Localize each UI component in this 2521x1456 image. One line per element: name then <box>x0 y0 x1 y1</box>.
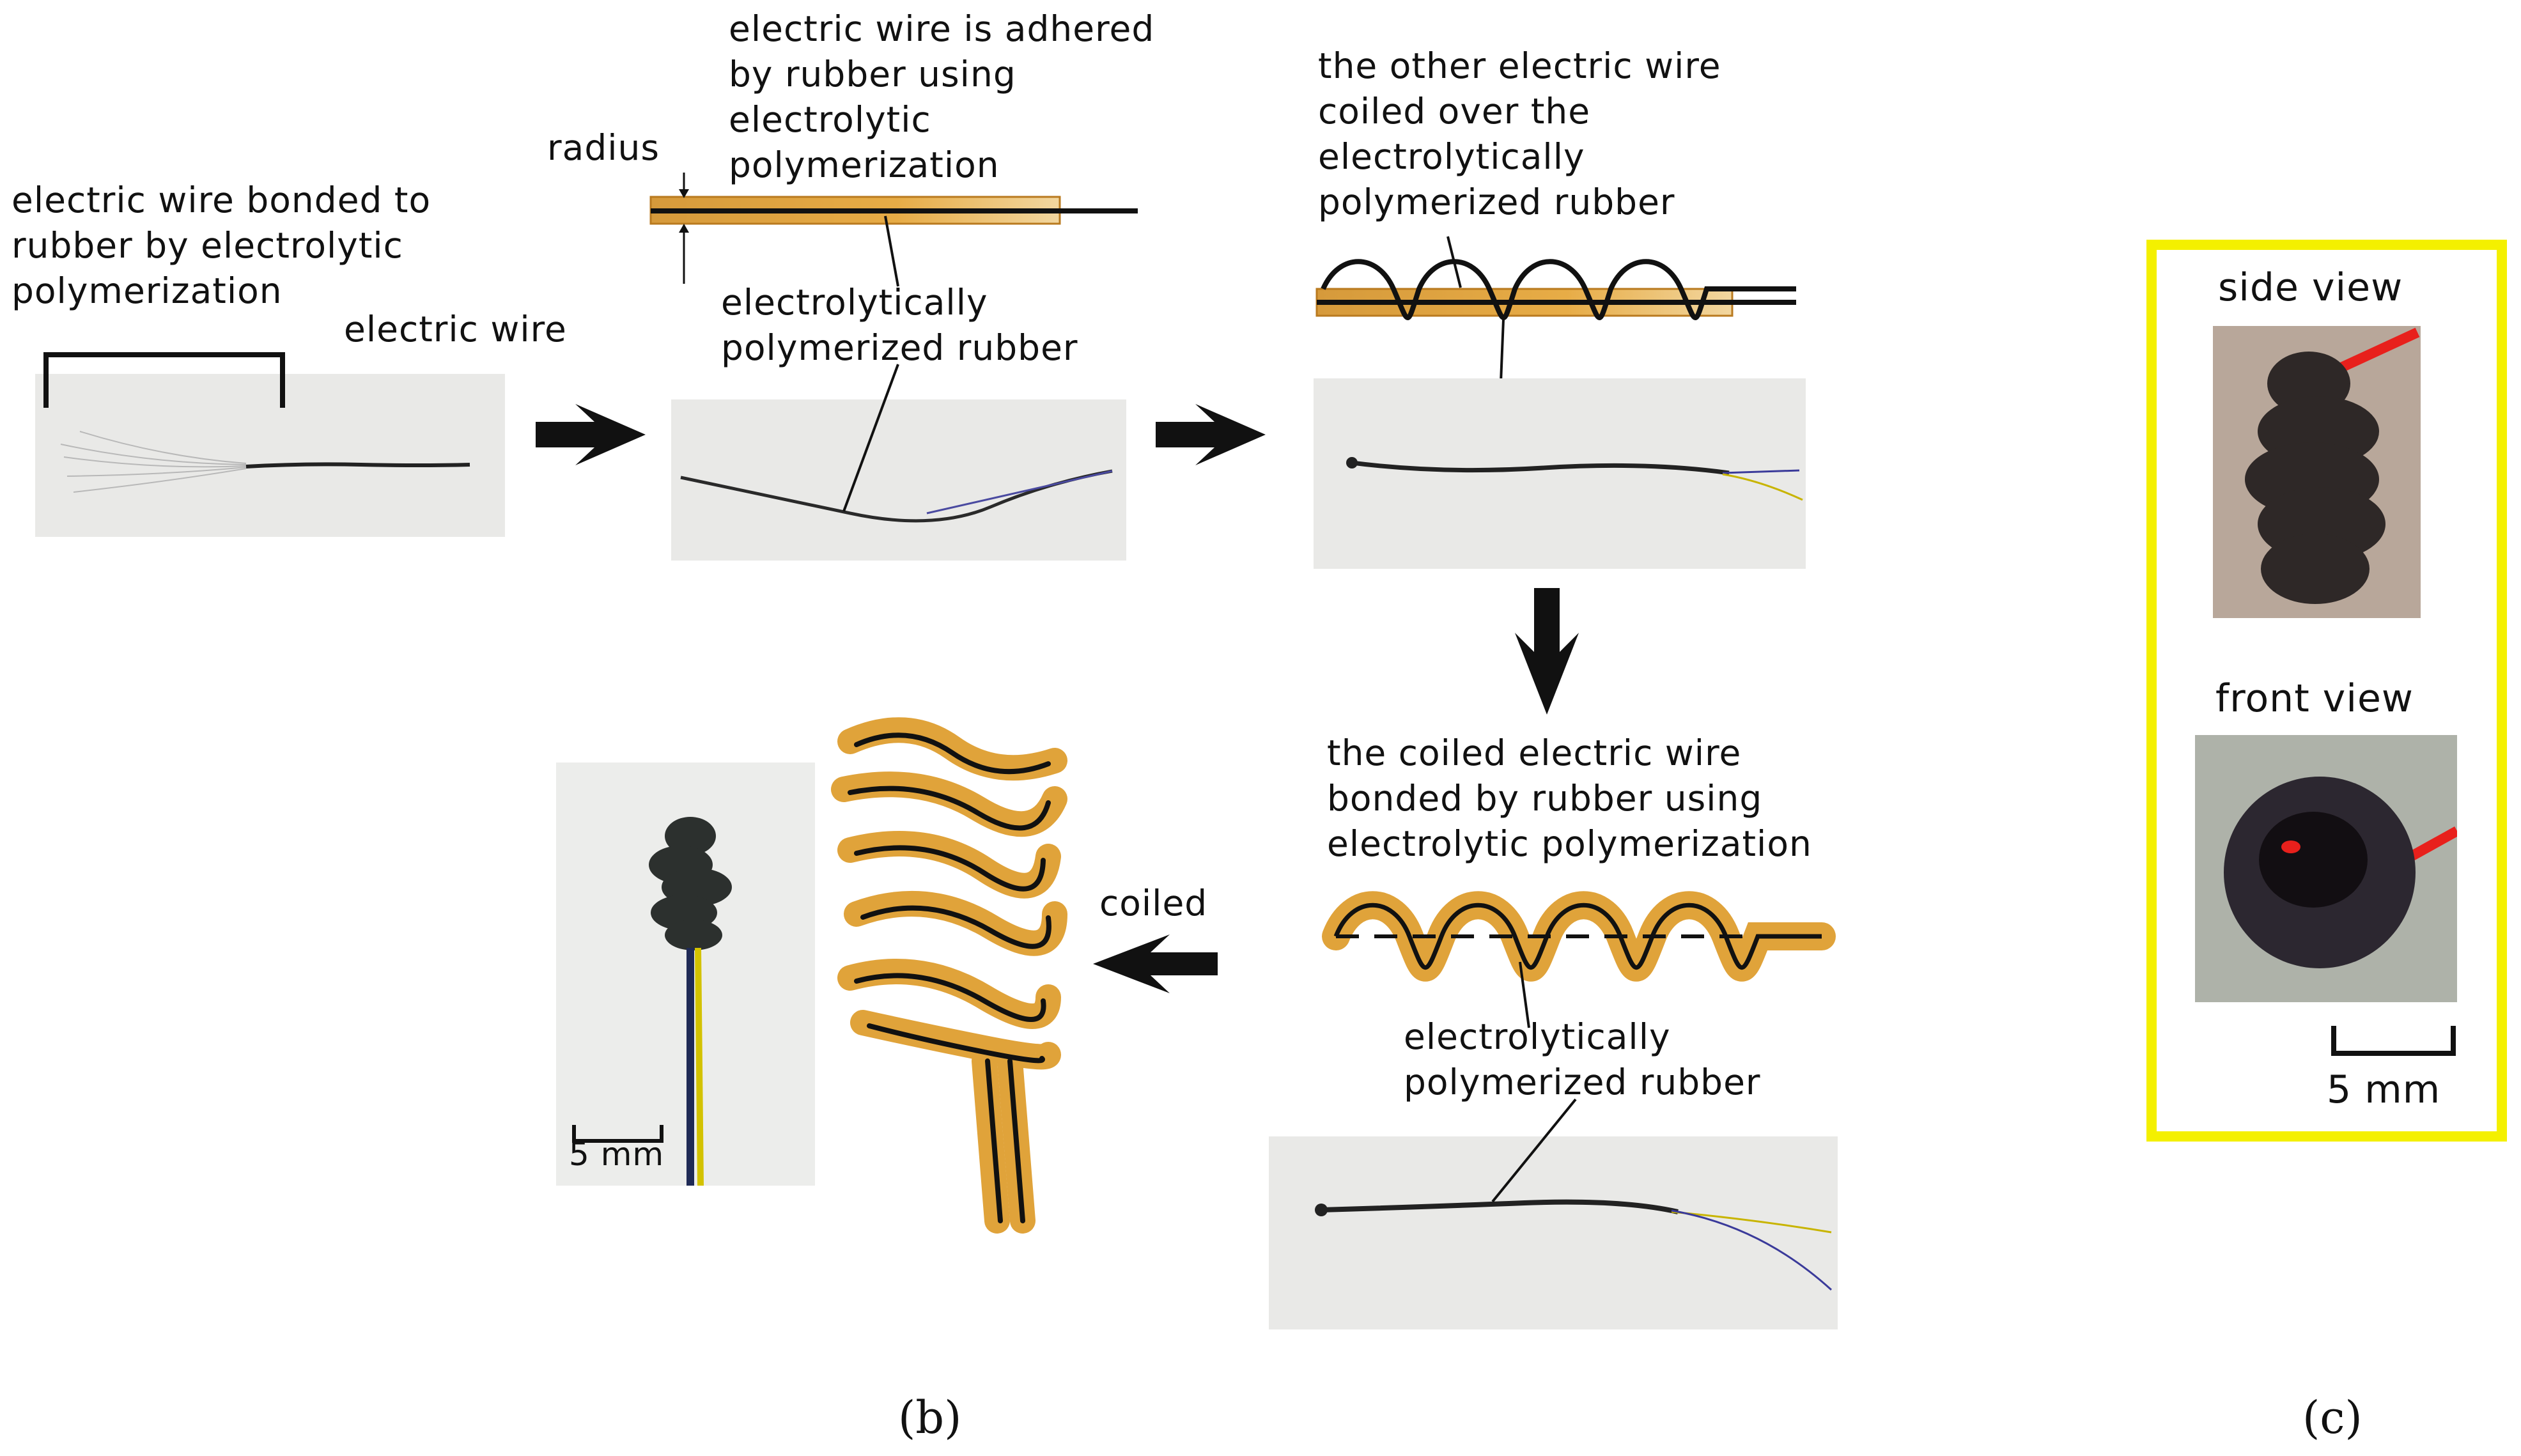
side-view-photo <box>2213 326 2421 618</box>
step4-bottom-label-line: electrolytically <box>1404 1016 1671 1057</box>
caption-c: (c) <box>2302 1391 2362 1444</box>
electric-wire-label: electric wire <box>344 309 567 350</box>
side-view-coil <box>2245 327 2420 604</box>
arrow-left-icon <box>1093 934 1218 993</box>
radius-label: radius <box>547 127 660 168</box>
arrow-down-icon <box>1515 588 1579 715</box>
step3-label-line: polymerized rubber <box>1318 182 1675 222</box>
step2-bottom-label-line: polymerized rubber <box>721 327 1078 368</box>
step2-bottom-label-line: electrolytically <box>721 282 988 323</box>
step3-label-line: the other electric wire <box>1318 45 1721 86</box>
step1-label-line: rubber by electrolytic <box>12 225 403 266</box>
arrow-right-icon <box>536 404 646 465</box>
step4-top-label-line: bonded by rubber using <box>1327 778 1763 819</box>
inset-panel <box>2146 240 2507 1142</box>
step1-label-line: polymerization <box>12 270 283 311</box>
step1-label-line: electric wire bonded to <box>12 180 431 221</box>
front-view-photo <box>2195 735 2457 1002</box>
front-view-ring <box>2224 777 2457 968</box>
step2-top-label-line: electrolytic <box>729 99 931 140</box>
step3-label-line: coiled over the <box>1318 91 1591 132</box>
step2-top-label-line: by rubber using <box>729 54 1016 95</box>
caption-b: (b) <box>898 1391 962 1444</box>
arrow-right-icon <box>1156 404 1266 465</box>
step5-photo: 5 mm <box>556 763 815 1186</box>
side-view-label: side view <box>2218 265 2403 310</box>
step4-photo-wire <box>1315 1199 1833 1291</box>
step4-bottom-label-line: polymerized rubber <box>1404 1062 1761 1103</box>
step2-photo <box>671 399 1126 561</box>
step3-photo-wire <box>1346 457 1803 501</box>
inset-scale-label: 5 mm <box>2327 1067 2441 1112</box>
step3-label-line: electrolytically <box>1318 136 1585 177</box>
step2-top-label-line: electric wire is adhered <box>729 8 1155 49</box>
step5-scale-label: 5 mm <box>569 1136 665 1173</box>
step4-top-label-line: electrolytic polymerization <box>1327 823 1812 864</box>
step1-photo-wire <box>60 431 470 493</box>
coiled-label: coiled <box>1099 883 1208 924</box>
step1-photo <box>35 374 505 537</box>
step2-photo-wire <box>680 469 1113 523</box>
front-view-label: front view <box>2215 676 2414 721</box>
step5-photo-coil <box>572 817 732 1186</box>
step4-photo <box>1269 1136 1838 1329</box>
step3-photo <box>1314 378 1806 569</box>
step4-top-label-line: the coiled electric wire <box>1327 732 1742 773</box>
step2-top-label-line: polymerization <box>729 144 1000 185</box>
